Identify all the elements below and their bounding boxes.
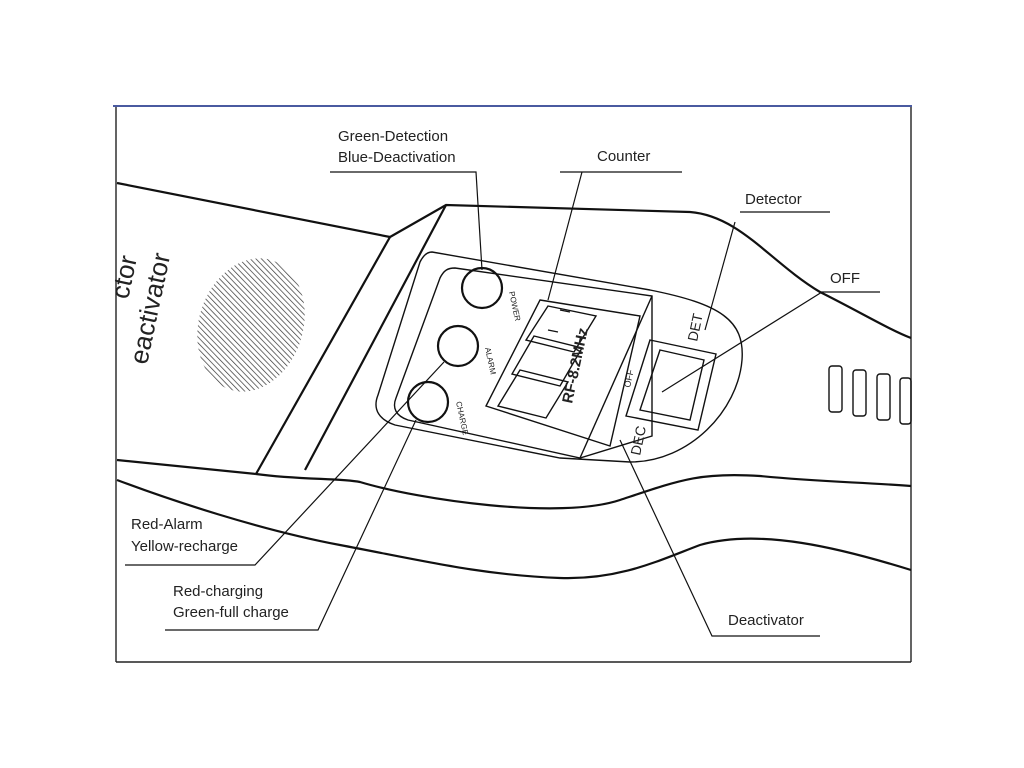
callout-charge-line1: Red-charging: [173, 583, 263, 600]
callout-power-line1: Green-Detection: [338, 128, 448, 145]
callout-alarm-line2: Yellow-recharge: [131, 538, 238, 555]
alarm-light: [436, 324, 480, 368]
callout-alarm-line1: Red-Alarm: [131, 516, 203, 533]
control-panel: [375, 251, 743, 463]
off-label: OFF: [622, 368, 636, 388]
callout-labels: Green-Detection Blue-Deactivation Counte…: [131, 128, 860, 629]
dec-label: DEC: [627, 424, 649, 456]
power-button-label: POWER: [507, 291, 522, 323]
callout-charge-line2: Green-full charge: [173, 604, 289, 621]
coil-pad: [197, 258, 305, 392]
brand-text: ctor eactivator: [105, 250, 177, 367]
leader-lines: [125, 171, 880, 637]
callout-deactivator: Deactivator: [728, 612, 804, 629]
counter-display: RF-8.2MHz: [485, 299, 641, 447]
power-light: [460, 266, 504, 310]
callout-counter: Counter: [597, 148, 650, 165]
callout-detector: Detector: [745, 191, 802, 208]
device-body: [116, 181, 912, 580]
det-label: DET: [684, 311, 706, 342]
alarm-button-label: ALARM: [483, 347, 498, 376]
callout-power-line2: Blue-Deactivation: [338, 149, 456, 166]
mode-switch: DET OFF DEC: [622, 311, 717, 457]
indicator-lights: POWER ALARM CHARGE: [406, 266, 522, 436]
charge-light: [406, 380, 450, 424]
grip-slots: [828, 365, 912, 425]
callout-off: OFF: [830, 270, 860, 287]
frequency-label: RF-8.2MHz: [559, 326, 592, 405]
